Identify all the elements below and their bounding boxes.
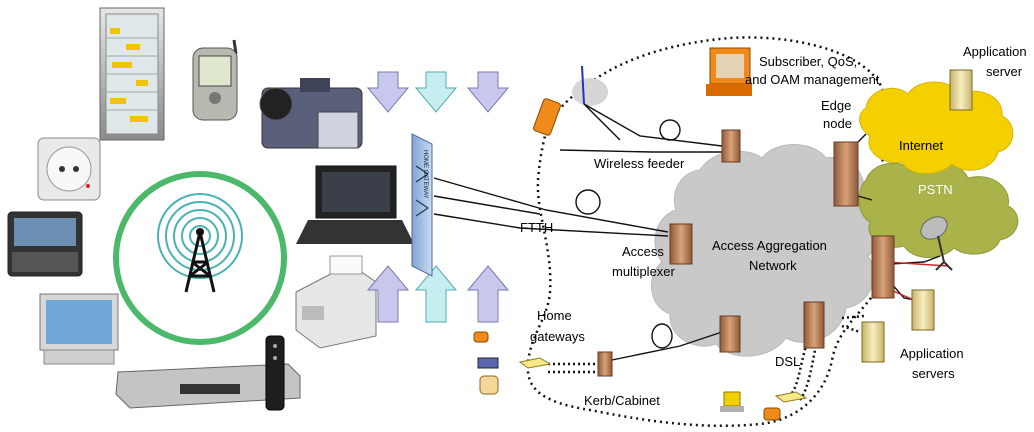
label-aggregation-line1: Access Aggregation xyxy=(712,238,827,253)
internet-cloud xyxy=(859,81,1014,175)
label-wireless-feeder: Wireless feeder xyxy=(594,156,685,171)
camcorder-icon xyxy=(259,78,363,149)
server-icon-edge-node xyxy=(833,141,859,207)
fax-printer-icon xyxy=(295,255,377,349)
mobile-phone-icon-2 xyxy=(533,98,561,136)
antenna-coverage xyxy=(572,78,608,106)
home-gateway-icon: HOME GATEWAY xyxy=(411,133,433,277)
label-kerb-cabinet: Kerb/Cabinet xyxy=(584,393,660,408)
laptop-icon xyxy=(296,165,414,244)
home-gateway-box-label: HOME GATEWAY xyxy=(422,150,428,199)
links xyxy=(433,103,941,361)
mobile-phone-icon xyxy=(192,39,238,121)
downlink-arrows xyxy=(366,71,510,113)
pda-icon xyxy=(7,211,83,277)
server-icon-access-multiplexer xyxy=(669,223,693,265)
application-servers-icon xyxy=(861,289,935,363)
label-app-server-line1: Application xyxy=(963,44,1027,59)
server-icon-kerb xyxy=(597,351,613,377)
dvd-player-icon xyxy=(115,363,301,409)
label-access-line1: Access xyxy=(622,244,664,259)
tv-icon xyxy=(39,293,119,365)
label-dsl: DSL xyxy=(775,354,800,369)
remote-control-icon xyxy=(265,335,285,411)
label-app-servers-line1: Application xyxy=(900,346,964,361)
antenna-mast xyxy=(581,65,585,105)
label-subscriber-line1: Subscriber, QoS, xyxy=(759,54,857,69)
label-internet: Internet xyxy=(899,138,943,153)
label-edge-line1: Edge xyxy=(821,98,851,113)
access-network-boundary xyxy=(526,36,895,428)
server-icon-wireless xyxy=(721,129,741,163)
pc-icon-2 xyxy=(477,357,744,412)
telephone-icon xyxy=(473,331,781,421)
server-icon-dsl xyxy=(719,301,825,353)
power-outlet-icon xyxy=(37,137,101,201)
label-ftth: FTTH xyxy=(520,220,553,235)
label-pstn: PSTN xyxy=(918,182,953,197)
pc-icon xyxy=(706,47,752,96)
uplink-arrows xyxy=(366,265,510,323)
label-subscriber-line2: and OAM management xyxy=(745,72,880,87)
label-access-line2: multiplexer xyxy=(612,264,676,279)
label-home-gateways-line1: Home xyxy=(537,308,572,323)
application-server-icon xyxy=(949,69,973,111)
label-aggregation-line2: Network xyxy=(749,258,797,273)
label-app-servers-line2: servers xyxy=(912,366,955,381)
label-app-server-line2: server xyxy=(986,64,1023,79)
label-edge-line2: node xyxy=(823,116,852,131)
refrigerator-icon xyxy=(99,7,165,141)
radio-tower-icon xyxy=(113,171,287,345)
satellite-dish-icon xyxy=(920,216,953,271)
home-gateway-device-icon xyxy=(518,357,808,403)
server-icon-aggregation-right xyxy=(871,235,895,299)
label-home-gateways-line2: gateways xyxy=(530,329,585,344)
